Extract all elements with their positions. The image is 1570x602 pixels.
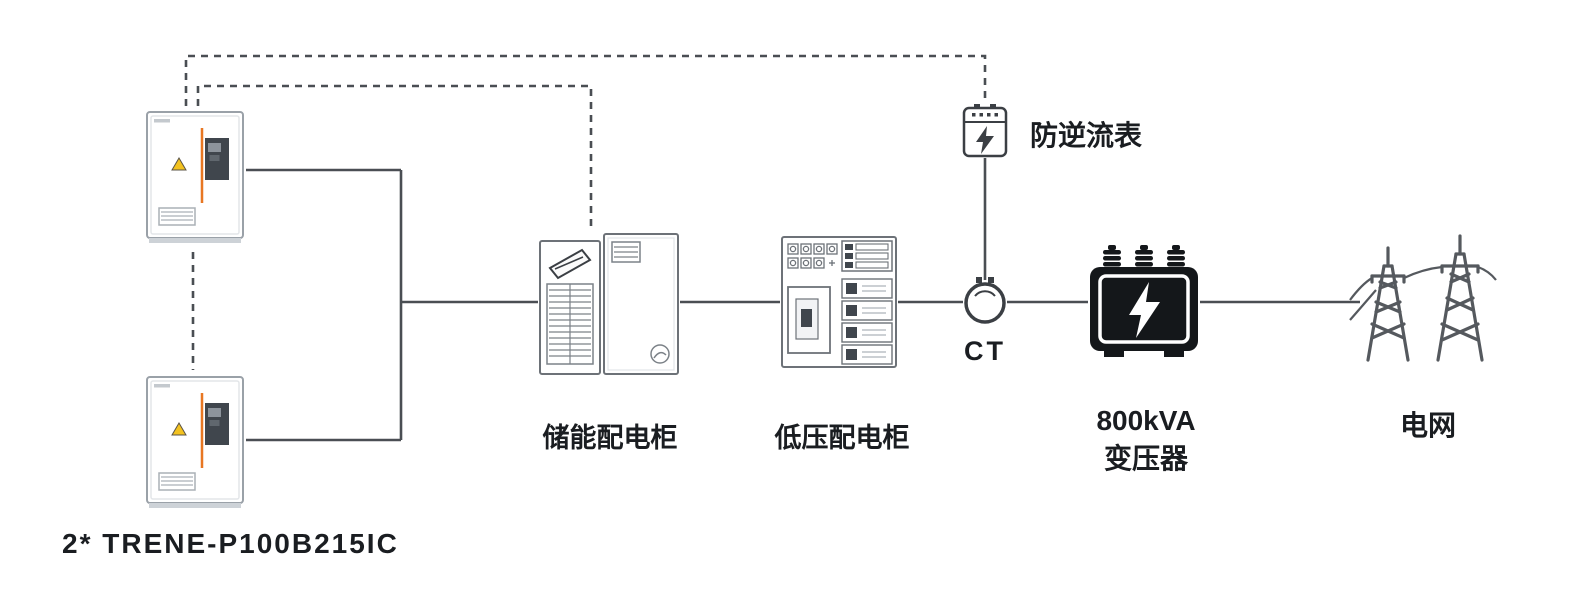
pcs-cabinet-top-icon (146, 111, 244, 243)
pcs-label: 2* TRENE-P100B215IC (62, 528, 399, 559)
transformer-label: 800kVA 变压器 (1046, 402, 1246, 478)
storage-cabinet-icon (539, 233, 679, 375)
transformer-label-line1: 800kVA (1096, 405, 1196, 436)
pcs-cabinet-bottom-icon (146, 376, 244, 508)
grid-label: 电网 (1399, 410, 1456, 441)
storage-cabinet-label: 储能配电柜 (542, 423, 678, 453)
ct-icon (964, 277, 1006, 324)
dashed-line-meter-loop (184, 54, 987, 106)
meter-label: 防逆流表 (1030, 120, 1143, 151)
lv-cabinet-label: 低压配电柜 (774, 423, 910, 453)
transformer-label-line2: 变压器 (1103, 443, 1188, 474)
grid-towers-icon (1349, 234, 1497, 362)
transformer-icon (1090, 245, 1198, 357)
lv-cabinet-icon (781, 236, 897, 368)
anti-backflow-meter-icon (962, 104, 1008, 158)
dashed-line-storage-loop (196, 84, 593, 230)
ct-label: CT (964, 336, 1006, 366)
